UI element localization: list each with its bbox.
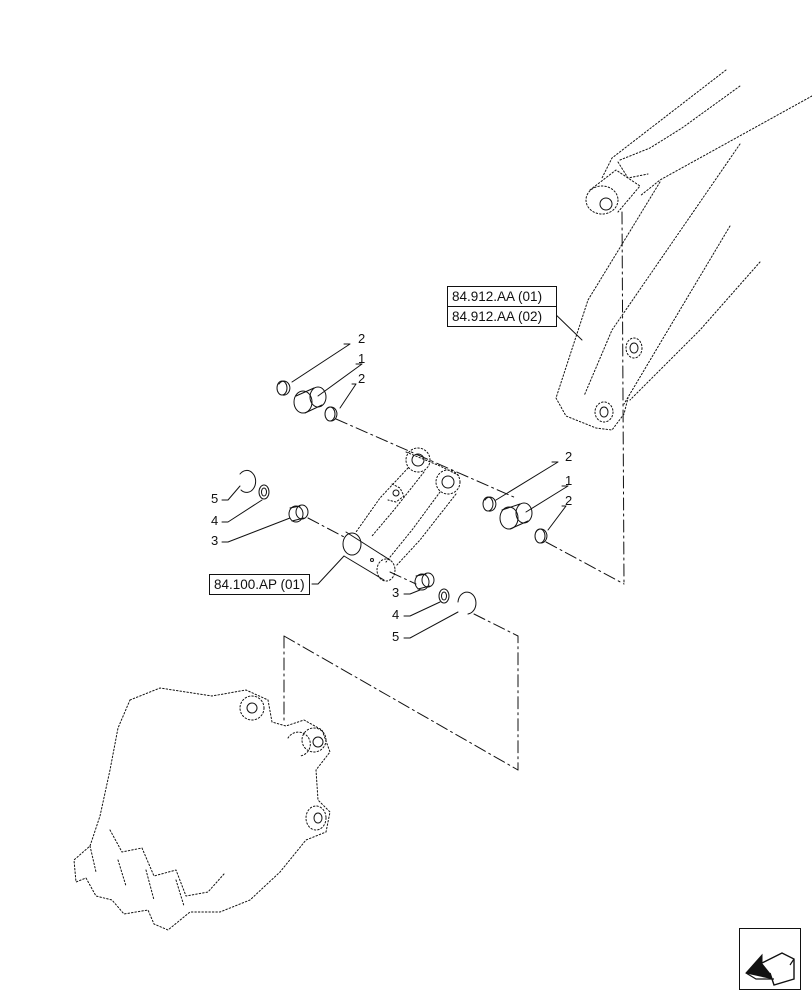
bucket [73,635,519,931]
lower-bushing-group [389,571,519,771]
callout-circlip-lower: 5 [392,629,400,644]
callout-snap-ring-right-upper: 2 [565,449,573,464]
left-bushing-group [239,469,347,539]
callout-circlip-left: 5 [211,491,219,506]
callout-shim-lower: 4 [392,607,400,622]
link-reference[interactable]: 84.100.AP (01) [209,574,310,595]
boom-reference-group: 84.912.AA (01) 84.912.AA (02) [447,286,557,327]
dipper-arm [555,69,812,431]
callout-bushing-left: 3 [211,533,219,548]
callout-shim-left: 4 [211,513,219,528]
link [342,447,461,582]
callout-snap-ring-right-lower: 2 [565,493,573,508]
top-pin-assembly [276,380,517,499]
boom-reference-02[interactable]: 84.912.AA (02) [447,307,557,327]
arrow-glyph [745,952,795,986]
callout-snap-ring-top-left: 2 [358,331,366,346]
callout-pin-right: 1 [565,473,573,488]
callout-pin-top: 1 [358,351,366,366]
boom-reference-01[interactable]: 84.912.AA (01) [447,286,557,307]
next-page-arrow-icon[interactable] [739,928,801,990]
callout-snap-ring-top-right: 2 [358,371,366,386]
callout-bushing-lower: 3 [392,585,400,600]
boom-pin-centerline [621,211,625,585]
callout-leaders [221,343,569,639]
right-pin-assembly [482,496,625,585]
